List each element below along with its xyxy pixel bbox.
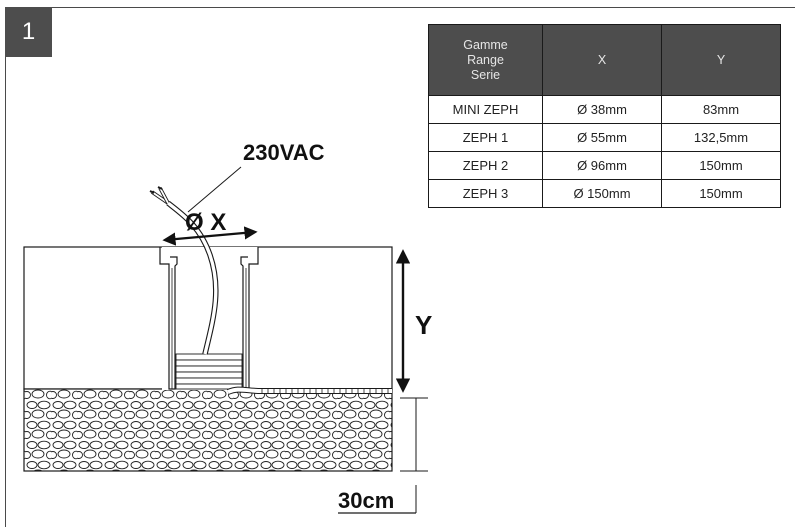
diameter-label: Ø X bbox=[185, 209, 226, 236]
header-y: Y bbox=[661, 24, 781, 96]
cell-x: Ø 55mm bbox=[542, 123, 662, 152]
cell-model: ZEPH 1 bbox=[428, 123, 543, 152]
figure-frame bbox=[5, 7, 795, 527]
header-x: X bbox=[542, 24, 662, 96]
voltage-label: 230VAC bbox=[243, 140, 325, 165]
height-label: Y bbox=[415, 310, 432, 340]
header-range-line: Serie bbox=[470, 67, 501, 82]
diameter-dimension-arrow bbox=[162, 226, 258, 246]
header-range-line: Gamme bbox=[463, 37, 508, 52]
cell-y: 132,5mm bbox=[661, 123, 781, 152]
header-range: Gamme Range Serie bbox=[428, 24, 543, 96]
table-row: ZEPH 2 Ø 96mm 150mm bbox=[428, 151, 781, 180]
cell-model: MINI ZEPH bbox=[428, 95, 543, 124]
table-row: ZEPH 1 Ø 55mm 132,5mm bbox=[428, 123, 781, 152]
gravel-layer bbox=[23, 388, 393, 472]
voltage-leader-line bbox=[187, 166, 242, 213]
table-row: MINI ZEPH Ø 38mm 83mm bbox=[428, 95, 781, 124]
step-number-badge: 1 bbox=[5, 7, 52, 57]
cell-x: Ø 96mm bbox=[542, 151, 662, 180]
cell-x: Ø 38mm bbox=[542, 95, 662, 124]
buried-cable-ribs bbox=[261, 388, 389, 394]
depth-label: 30cm bbox=[338, 488, 394, 513]
cell-x: Ø 150mm bbox=[542, 179, 662, 208]
cell-y: 150mm bbox=[661, 179, 781, 208]
cell-model: ZEPH 2 bbox=[428, 151, 543, 180]
table-row: ZEPH 3 Ø 150mm 150mm bbox=[428, 179, 781, 208]
header-range-line: Range bbox=[467, 52, 504, 67]
table-header-row: Gamme Range Serie X Y bbox=[428, 24, 781, 96]
cable-coil bbox=[175, 353, 243, 390]
dimensions-table: Gamme Range Serie X Y MINI ZEPH Ø 38mm 8… bbox=[428, 24, 781, 208]
tube-left-wall bbox=[159, 247, 178, 390]
